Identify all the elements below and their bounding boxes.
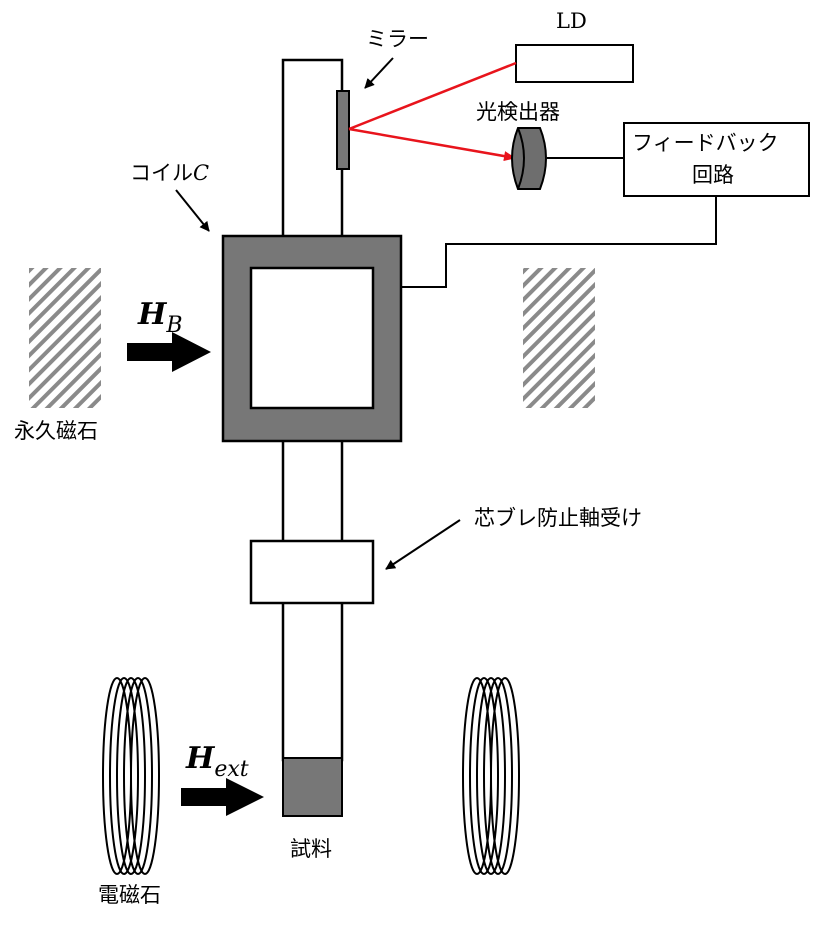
sample-label: 試料	[290, 837, 332, 861]
ld-label: LD	[556, 9, 587, 33]
photodetector	[511, 127, 547, 190]
electromagnet-label: 電磁石	[98, 883, 161, 907]
coil-inner	[249, 266, 375, 410]
coil-pointer-arrow	[175, 189, 210, 232]
field-b-label: HB	[137, 297, 183, 338]
laser-beam-reflected	[348, 127, 516, 162]
bearing-pointer-arrow	[385, 519, 461, 570]
photodetector-label: 光検出器	[476, 100, 560, 124]
coil-label: コイルC	[130, 161, 209, 185]
field-b-arrow	[127, 332, 211, 372]
bearing-label: 芯ブレ防止軸受け	[474, 506, 642, 530]
feedback-label-line2: 回路	[692, 163, 734, 187]
ld-box	[515, 44, 634, 83]
mirror-label: ミラー	[366, 27, 429, 51]
field-ext-arrow	[181, 778, 264, 816]
feedback-circuit-box	[623, 122, 810, 197]
shaft-middle	[281, 438, 344, 544]
feedback-label-line1: フィードバック	[632, 131, 779, 155]
field-ext-label: Hext	[185, 741, 249, 782]
mirror	[336, 90, 350, 170]
bearing-box	[249, 539, 375, 605]
sample	[282, 757, 343, 817]
shaft-lower	[281, 600, 344, 762]
permanent-magnet-left	[29, 268, 101, 408]
permanent-magnet-label: 永久磁石	[14, 419, 98, 443]
feedback-coil-wire	[401, 196, 717, 288]
laser-beam-incident	[348, 61, 517, 131]
permanent-magnet-right	[523, 268, 595, 408]
electromagnet-left	[102, 677, 160, 875]
shaft-upper	[281, 58, 344, 240]
mirror-pointer-arrow	[364, 57, 394, 89]
electromagnet-right	[462, 677, 520, 875]
